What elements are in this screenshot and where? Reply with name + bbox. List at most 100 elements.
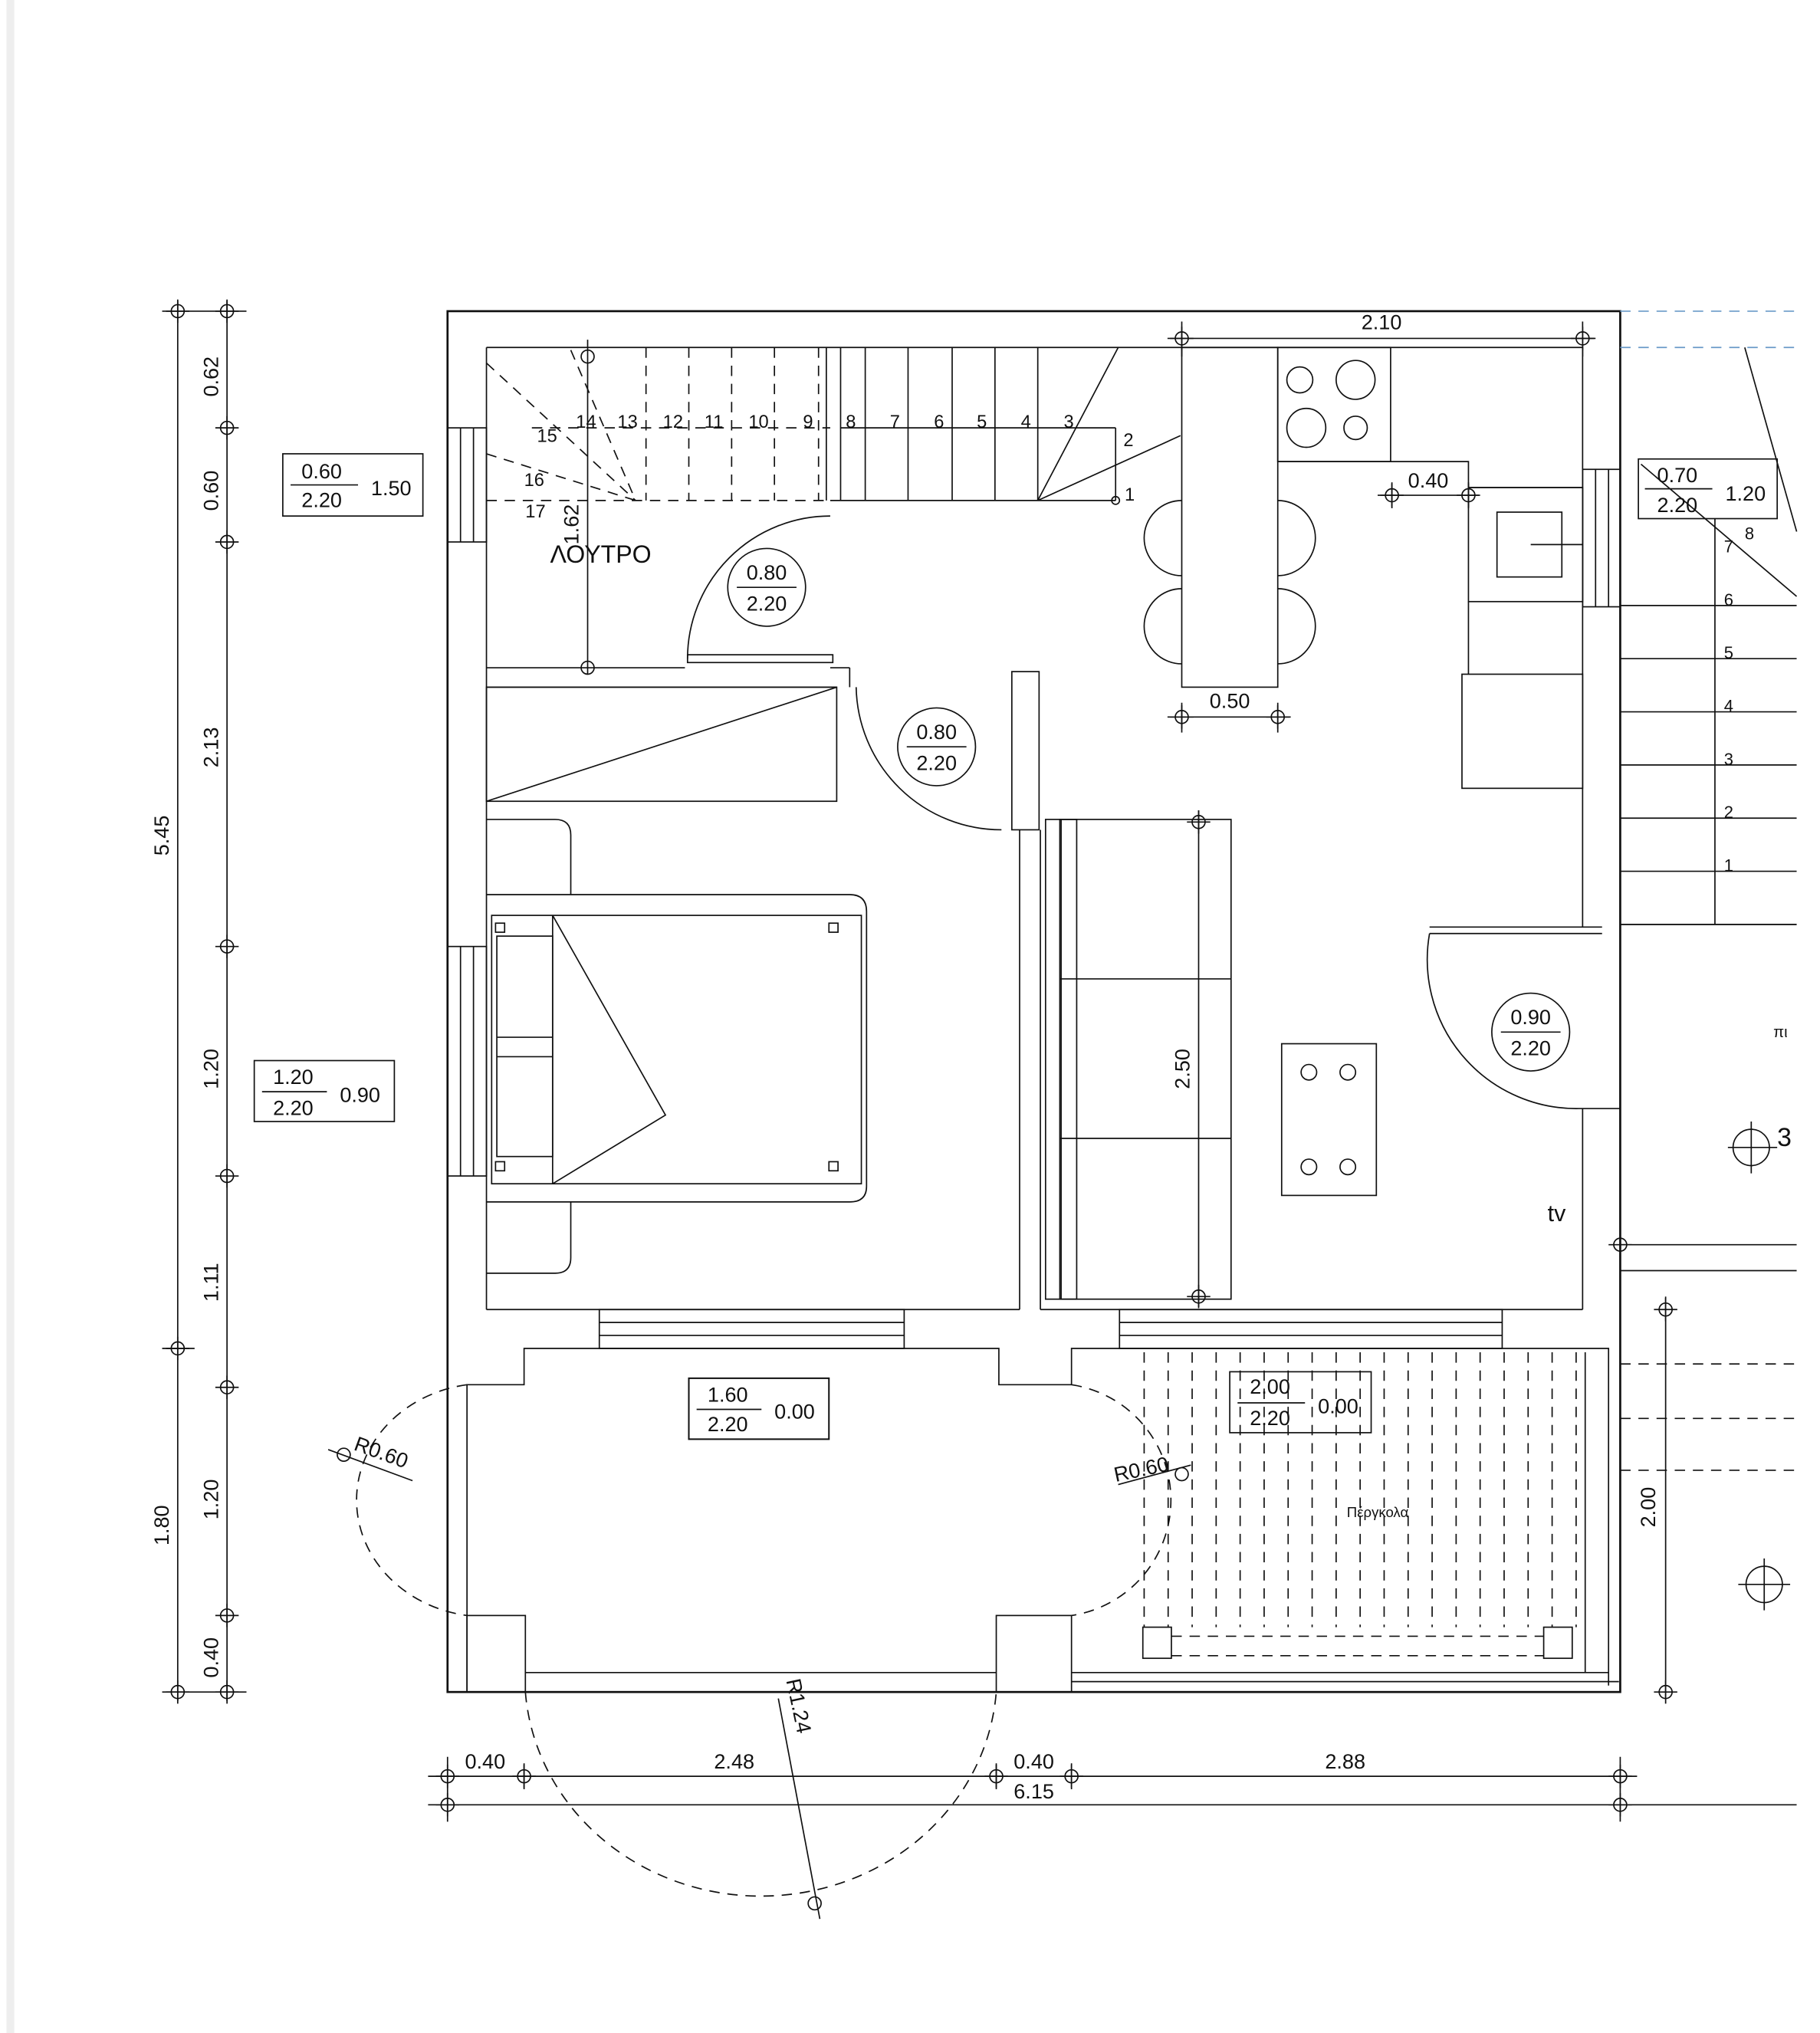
window-height: 2.20 bbox=[273, 1097, 314, 1120]
window-width: 1.20 bbox=[273, 1066, 314, 1089]
kitchen bbox=[1143, 346, 1584, 790]
dimension-lines bbox=[162, 299, 1797, 1822]
dimension-tick bbox=[1380, 483, 1404, 507]
step-number: 14 bbox=[576, 412, 596, 432]
window-tag: 1.60 2.20 0.00 bbox=[688, 1377, 830, 1440]
window-height: 2.20 bbox=[301, 488, 342, 511]
staircase: 1 2 3 4 5 6 7 8 9 10 11 12 13 14 15 16 1… bbox=[485, 340, 1181, 675]
room-label-bathroom: ΛΟΥΤΡΟ bbox=[550, 540, 651, 568]
step-number: 6 bbox=[934, 412, 944, 432]
door-width: 0.90 bbox=[1510, 1006, 1551, 1029]
step-number: 11 bbox=[705, 412, 724, 432]
step-number: 9 bbox=[803, 412, 813, 432]
dim-left-inner: 0.40 bbox=[199, 1637, 222, 1678]
window-sill: 1.50 bbox=[371, 477, 412, 500]
step-number: 7 bbox=[890, 412, 900, 432]
window-height: 2.20 bbox=[708, 1413, 748, 1436]
door-width: 0.80 bbox=[747, 561, 787, 584]
dim-left-inner: 1.20 bbox=[199, 1480, 222, 1520]
dimension-tick bbox=[1170, 705, 1194, 729]
dim-left-inner: 2.13 bbox=[199, 727, 222, 768]
step-number: 5 bbox=[977, 412, 987, 432]
dimension-tick bbox=[215, 415, 239, 440]
dimension-tick bbox=[1608, 1233, 1632, 1256]
step-number: 1 bbox=[1125, 485, 1135, 505]
dim-left-inner: 0.62 bbox=[199, 356, 222, 397]
exterior-stair: 1 2 3 4 5 6 78 bbox=[1619, 347, 1798, 1699]
window-width: 2.00 bbox=[1250, 1375, 1290, 1398]
dim-right: 2.00 bbox=[1637, 1487, 1660, 1528]
step-number: 3 bbox=[1724, 750, 1733, 769]
step-number: 10 bbox=[748, 412, 768, 432]
door-tag: 0.90 2.20 bbox=[1491, 992, 1571, 1072]
window-tag: 0.60 2.20 1.50 bbox=[282, 453, 424, 517]
dimension-tick bbox=[1170, 327, 1194, 350]
window-sill: 0.00 bbox=[1318, 1395, 1358, 1418]
living-furniture bbox=[1044, 810, 1378, 1307]
dim-left-outer: 5.45 bbox=[150, 816, 173, 856]
window-sill: 0.00 bbox=[774, 1400, 815, 1423]
dim-left-inner: 1.20 bbox=[199, 1049, 222, 1089]
window-height: 2.20 bbox=[1250, 1407, 1290, 1430]
step-number: 2 bbox=[1724, 803, 1733, 822]
dim-sofa: 2.50 bbox=[1171, 1049, 1194, 1089]
bedroom-furniture bbox=[485, 686, 868, 1274]
door-height: 2.20 bbox=[1510, 1037, 1551, 1060]
cut-label: πι bbox=[1773, 1024, 1788, 1041]
step-number: 7 bbox=[1724, 537, 1733, 557]
tv-label: tv bbox=[1548, 1200, 1566, 1227]
step-number: 13 bbox=[617, 412, 637, 432]
dimension-tick bbox=[1457, 483, 1480, 507]
step-number: 15 bbox=[537, 427, 557, 447]
dimension-tick bbox=[215, 1164, 239, 1188]
dimension-tick bbox=[215, 1604, 239, 1627]
step-number: 8 bbox=[846, 412, 856, 432]
dim-left-inner: 1.11 bbox=[199, 1263, 222, 1302]
door-width: 0.80 bbox=[916, 721, 957, 744]
step-number: 17 bbox=[525, 502, 545, 522]
stair-dimension: 1.62 bbox=[560, 504, 583, 545]
step-number: 6 bbox=[1724, 590, 1733, 609]
window-tag: 2.00 2.20 0.00 bbox=[1229, 1371, 1372, 1434]
dimension-tick bbox=[166, 299, 190, 324]
dimension-tick bbox=[1187, 810, 1211, 834]
dimension-tick bbox=[1266, 705, 1289, 729]
step-number: 4 bbox=[1021, 412, 1031, 432]
step-number: 5 bbox=[1724, 643, 1733, 662]
dimension-tick bbox=[166, 1336, 190, 1361]
dim-bar: 0.50 bbox=[1210, 689, 1250, 712]
dimension-tick bbox=[166, 1680, 190, 1704]
pergola bbox=[1143, 1352, 1586, 1673]
dimension-tick bbox=[1187, 1285, 1211, 1309]
dimension-tick bbox=[215, 530, 239, 554]
dim-bottom: 2.48 bbox=[714, 1750, 754, 1773]
dimension-tick bbox=[1654, 1680, 1677, 1704]
dim-bottom-total: 6.15 bbox=[1013, 1780, 1054, 1803]
door-height: 2.20 bbox=[747, 593, 787, 616]
step-number: 12 bbox=[663, 412, 683, 432]
step-number: 2 bbox=[1123, 431, 1133, 451]
door-height: 2.20 bbox=[916, 752, 957, 775]
dim-kitchen-gap: 0.40 bbox=[1408, 469, 1449, 492]
step-number: 3 bbox=[1064, 412, 1074, 432]
step-number: 1 bbox=[1724, 856, 1733, 875]
dim-bottom: 0.40 bbox=[1013, 1750, 1054, 1773]
dim-left-outer: 1.80 bbox=[150, 1505, 173, 1545]
cut-label: 3 bbox=[1777, 1123, 1792, 1152]
door-tag: 0.80 2.20 bbox=[897, 707, 977, 787]
dimension-tick bbox=[215, 934, 239, 958]
step-number: 4 bbox=[1724, 697, 1733, 716]
window-tag: 1.20 2.20 0.90 bbox=[253, 1059, 396, 1122]
dimension-tick bbox=[215, 1680, 239, 1704]
swing-arcs bbox=[327, 1384, 1191, 1920]
dimension-tick bbox=[215, 299, 239, 324]
window-sill: 1.20 bbox=[1725, 482, 1766, 505]
window-tag: 0.70 2.20 1.20 bbox=[1638, 458, 1779, 520]
step-number: 16 bbox=[524, 471, 544, 491]
doors bbox=[686, 515, 1621, 1109]
window-height: 2.20 bbox=[1657, 494, 1698, 517]
dim-left-inner: 0.60 bbox=[199, 471, 222, 511]
step-number: 8 bbox=[1745, 524, 1754, 544]
dimension-tick bbox=[1571, 327, 1595, 350]
